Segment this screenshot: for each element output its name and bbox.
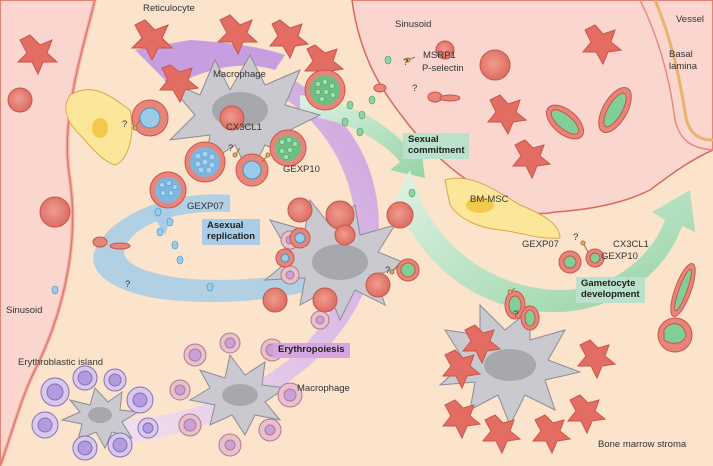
gametocyte-line1: Gametocyte [581, 278, 636, 289]
basal-lamina [653, 0, 713, 142]
label-bone-marrow-stroma: Bone marrow stroma [598, 439, 687, 450]
sexual-line2: commitment [408, 144, 465, 156]
label-msrp1: MSRP1 [423, 50, 456, 61]
asexual-line1: Asexual [207, 220, 244, 231]
erythropoiesis-label: Erythropoiesis [273, 343, 350, 358]
gametocyte-line2: development [581, 288, 640, 300]
label-question: ? [125, 279, 131, 290]
gametocyte-development-label: Gametocyte development [576, 277, 645, 303]
label-erythroblastic-island: Erythroblastic island [18, 357, 104, 368]
label-sinusoid-top: Sinusoid [395, 19, 432, 30]
label-question: ? [513, 309, 519, 320]
label-bm-msc: BM-MSC [470, 194, 509, 205]
sexual-commitment-label: Sexual commitment [403, 133, 470, 159]
label-gexp10-right: GEXP10 [601, 251, 638, 262]
label-cx3cl1-right: CX3CL1 [613, 239, 649, 250]
asexual-arrow [93, 194, 311, 302]
erythroblasts [31, 365, 159, 461]
sexual-line1: Sexual [408, 134, 439, 145]
asexual-line2: replication [207, 230, 256, 242]
label-question: ? [122, 119, 128, 130]
schizonts [149, 69, 346, 209]
label-question: ? [573, 232, 579, 243]
label-macrophage-top: Macrophage [213, 69, 266, 80]
gametocytes [396, 87, 696, 353]
merozoites-green [341, 55, 416, 198]
sexual-arrow [300, 95, 425, 178]
label-question: ? [228, 143, 234, 154]
label-question: ? [385, 265, 391, 276]
label-reticulocyte: Reticulocyte [143, 3, 195, 14]
label-p-selectin: P-selectin [422, 63, 464, 74]
reticulocytes [16, 14, 623, 455]
merozoites-blue [51, 207, 214, 295]
label-gexp07-right: GEXP07 [522, 239, 559, 250]
label-cx3cl1-left: CX3CL1 [226, 122, 262, 133]
sinusoid-left-wall [0, 0, 97, 466]
label-vessel: Vessel [676, 14, 704, 25]
label-lamina: lamina [669, 61, 697, 72]
label-basal: Basal [669, 49, 693, 60]
red-blood-cells [7, 40, 511, 313]
gametocyte-arrow [395, 170, 695, 313]
sinusoid-left [0, 0, 96, 466]
infected-asexual-cells [131, 99, 311, 268]
label-gexp07-left: GEXP07 [187, 201, 224, 212]
label-gexp10-left: GEXP10 [283, 164, 320, 175]
label-macrophage-bottom: Macrophage [297, 383, 350, 394]
label-sinusoid-left: Sinusoid [6, 305, 43, 316]
bm-msc-cell [444, 177, 561, 239]
label-question: ? [403, 57, 409, 68]
asexual-replication-label: Asexual replication [202, 219, 261, 245]
label-question: ? [412, 83, 418, 94]
